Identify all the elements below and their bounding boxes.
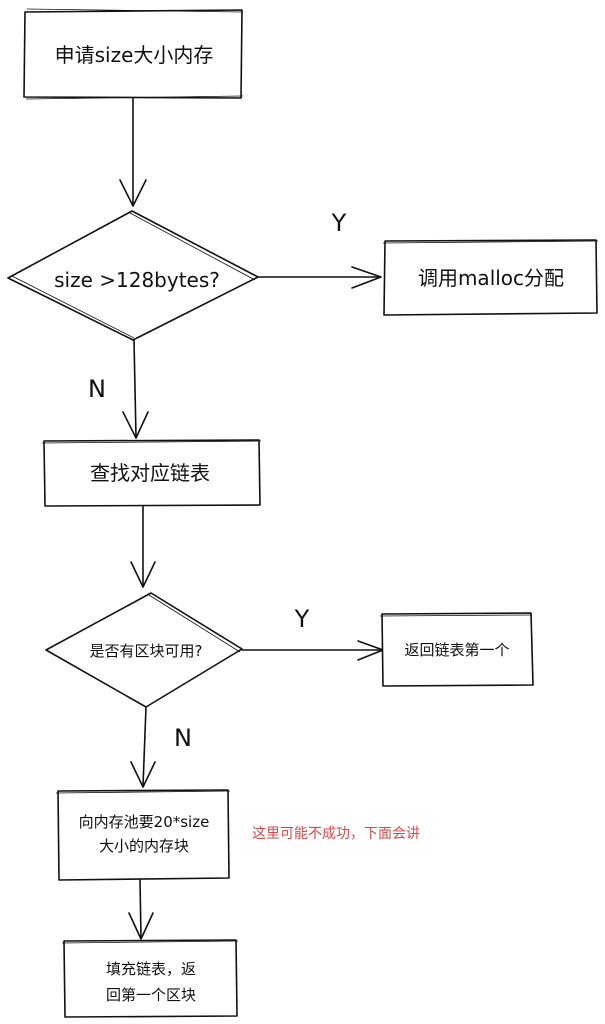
node-request-memory-text: 申请size大小内存 (55, 43, 214, 67)
node-fill-list-line-2: 回第一个区块 (106, 986, 196, 1004)
edge-block-to-return-first: Y (241, 605, 384, 661)
edge-block-to-request-pool: N (130, 706, 192, 788)
node-find-list-text: 查找对应链表 (90, 461, 210, 485)
edge-request-to-size-check (119, 97, 147, 207)
node-return-first: 返回链表第一个 (379, 612, 534, 687)
edge-label-size-yes: Y (331, 209, 347, 237)
node-fill-list: 填充链表，返 回第一个区块 (61, 939, 239, 1018)
edge-label-size-no: N (88, 375, 106, 403)
node-size-decision-text: size >128bytes? (54, 268, 220, 292)
node-request-pool-line-2: 大小的内存块 (99, 837, 189, 855)
node-fill-list-line-1: 填充链表，返 (106, 960, 196, 978)
edge-size-to-find-list: N (88, 339, 149, 439)
edge-request-pool-to-fill-list (128, 879, 154, 940)
edge-label-block-no: N (174, 724, 192, 752)
edge-find-list-to-block-check (130, 505, 156, 588)
node-block-decision: 是否有区块可用? (45, 592, 243, 708)
node-request-pool-line-1: 向内存池要20*size (79, 813, 210, 831)
node-request-pool: 向内存池要20*size 大小的内存块 (55, 789, 231, 881)
node-request-memory: 申请size大小内存 (23, 8, 244, 100)
node-size-decision: size >128bytes? (7, 210, 259, 341)
node-block-decision-text: 是否有区块可用? (90, 642, 203, 660)
node-find-list: 查找对应链表 (41, 439, 262, 507)
edge-size-to-malloc: Y (257, 209, 382, 289)
node-call-malloc: 调用malloc分配 (382, 239, 599, 316)
node-return-first-text: 返回链表第一个 (404, 641, 509, 659)
node-call-malloc-text: 调用malloc分配 (418, 266, 564, 290)
edge-label-block-yes: Y (294, 605, 310, 633)
annotation-note: 这里可能不成功，下面会讲 (252, 825, 420, 842)
